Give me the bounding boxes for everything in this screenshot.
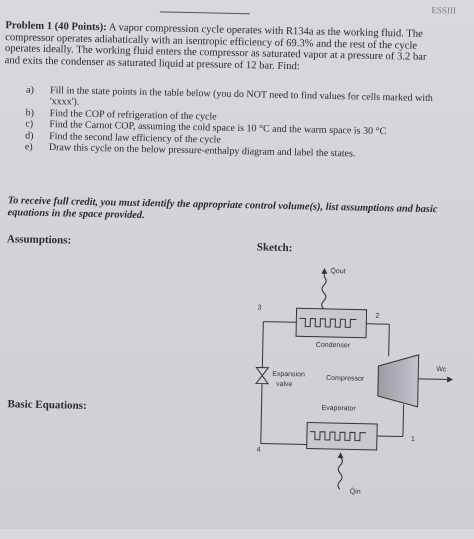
evaporator-box — [307, 423, 378, 450]
compressor-shape — [378, 354, 419, 407]
condenser-label: Condenser — [316, 342, 351, 350]
evaporator-label: Evaporator — [321, 405, 356, 413]
state-4-label: 4 — [257, 446, 261, 453]
state-1-label: 1 — [411, 436, 415, 443]
state-3-label: 3 — [258, 304, 262, 311]
compressor-label: Compressor — [326, 375, 365, 383]
expansion-valve-icon — [256, 367, 268, 383]
expansion-valve-label-2: valve — [276, 381, 293, 388]
work-in-label: Ẇc — [436, 364, 447, 373]
condenser-box — [296, 308, 367, 337]
state-2-label: 2 — [375, 313, 379, 320]
q-out-label: Q̇out — [330, 267, 345, 275]
expansion-valve-label-1: Expansion — [272, 371, 305, 379]
heat-in-arrow — [338, 453, 343, 489]
heat-out-arrow — [322, 269, 327, 309]
q-in-label: Q̇in — [350, 487, 361, 495]
